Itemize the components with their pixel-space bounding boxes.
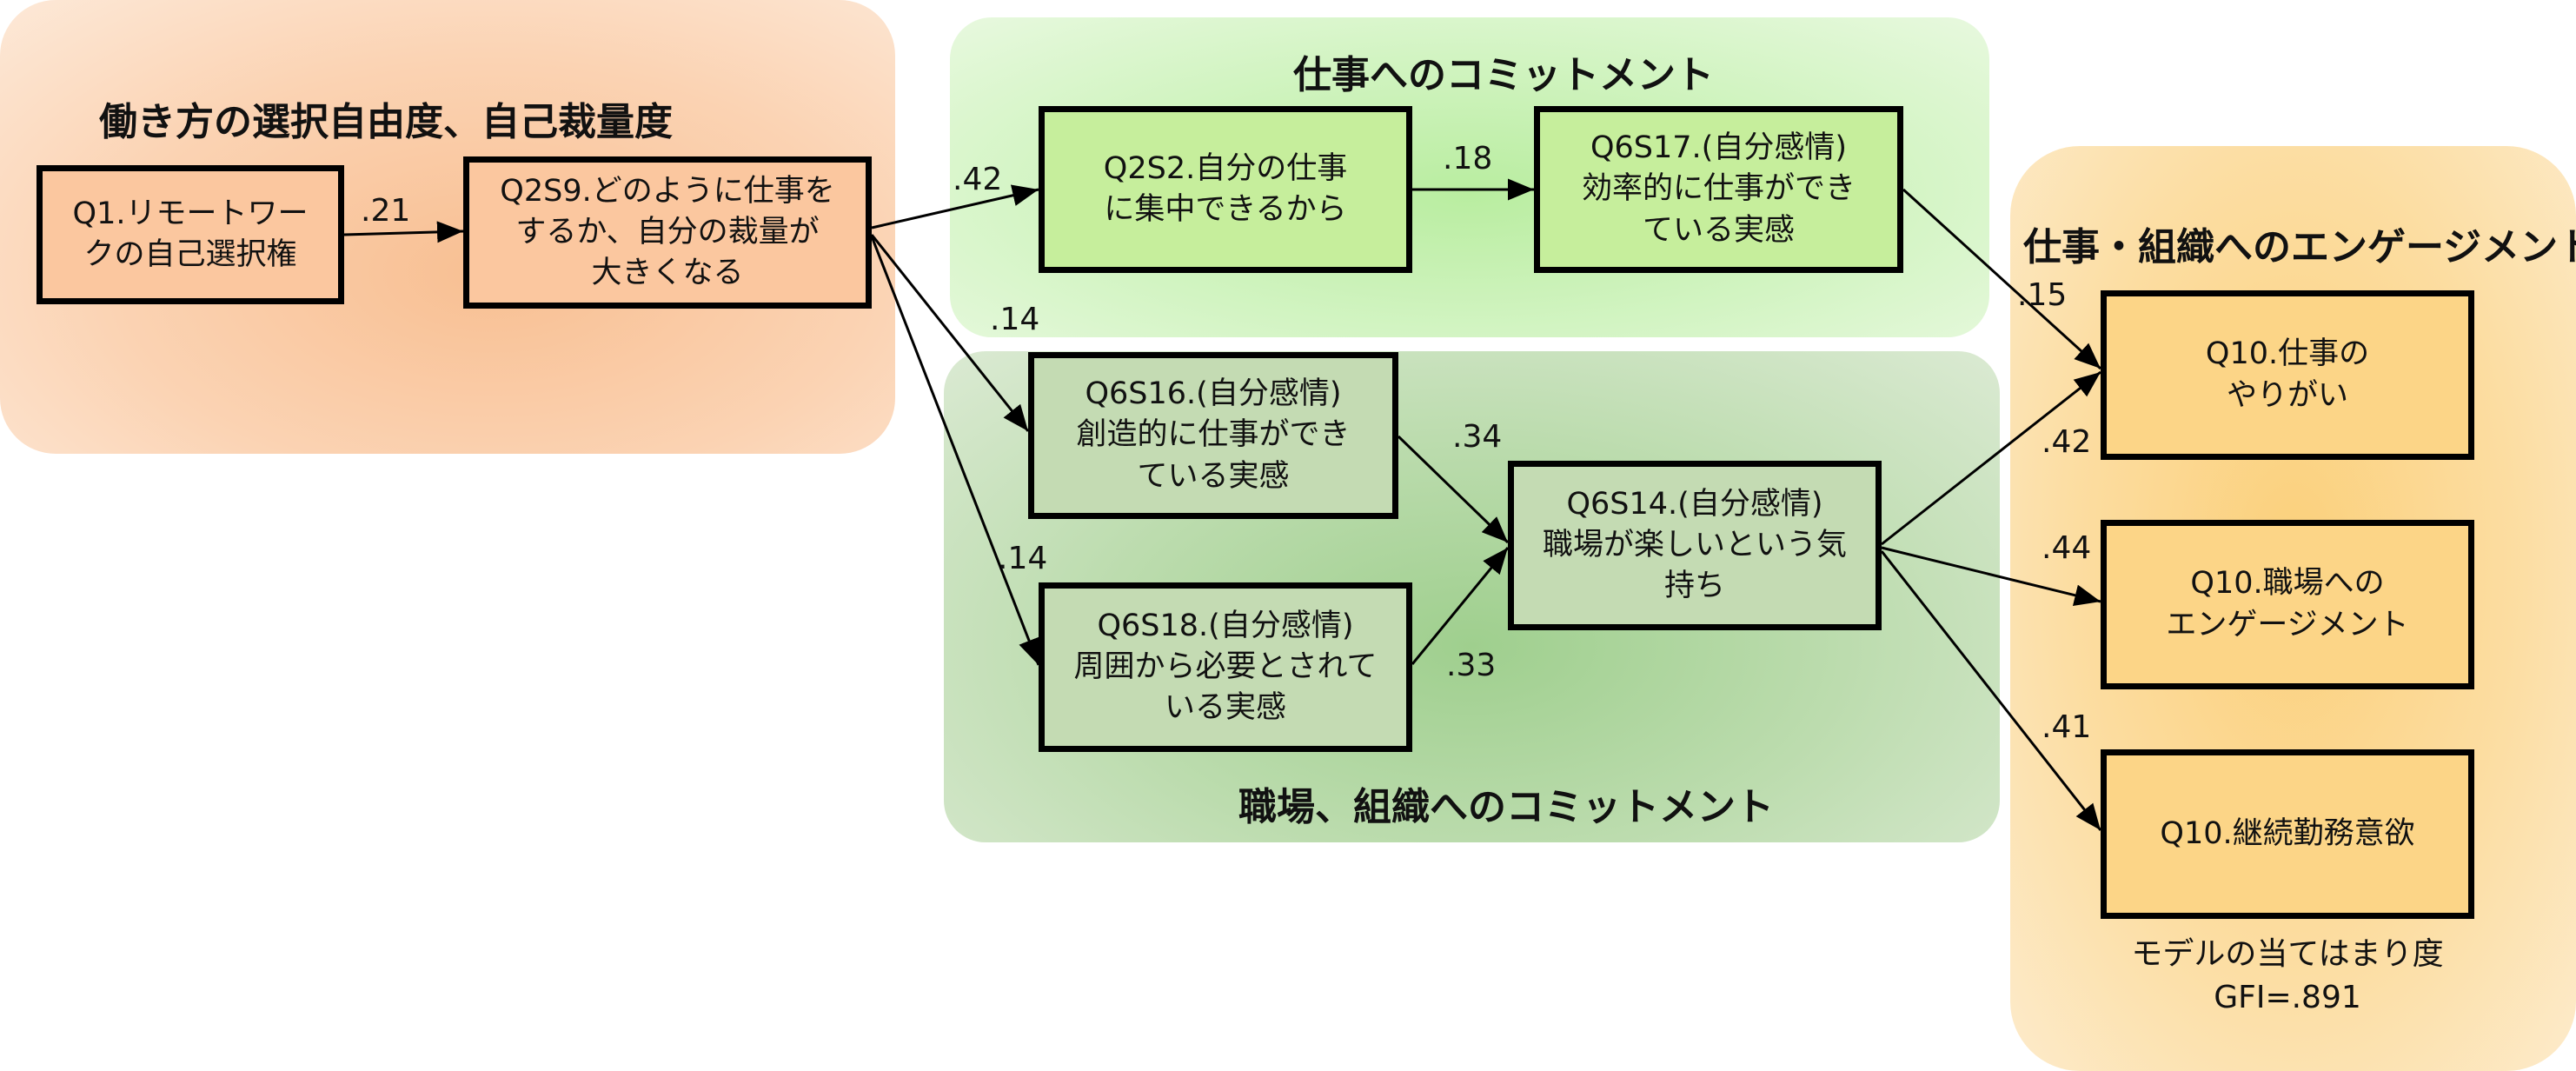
arrow-q6s14-q10b: [1881, 546, 2101, 606]
region-title-org-commitment: 職場、組織へのコミットメント: [1238, 785, 1774, 829]
coef-q2s9-q6s16: .14: [990, 302, 1040, 337]
coef-q1-q2s9: .21: [361, 193, 411, 229]
node-q6s14-workplace-fun: Q6S14.(自分感情) 職場が楽しいという気 持ち: [1508, 461, 1882, 630]
node-q6s16-creativity: Q6S16.(自分感情) 創造的に仕事ができ ている実感: [1028, 352, 1398, 519]
coef-q6s14-q10c: .41: [2042, 709, 2092, 745]
coef-q2s9-q2s2: .42: [953, 162, 1003, 197]
node-q10-workplace-engagement: Q10.職場への エンゲージメント: [2101, 520, 2474, 689]
region-title-work-style: 働き方の選択自由度、自己裁量度: [99, 100, 673, 144]
model-fit: モデルの当てはまり度 GFI=.891: [2105, 933, 2470, 1021]
arrow-q1-q2s9: [343, 221, 464, 243]
arrow-q2s9-q6s16: [870, 234, 1030, 432]
arrow-q2s9-q6s18: [870, 236, 1040, 666]
coef-q6s14-q10b: .44: [2042, 530, 2092, 566]
arrow-q6s18-q6s14: [1411, 547, 1510, 665]
model-fit-value: GFI=.891: [2214, 980, 2361, 1016]
region-title-work-commitment: 仕事へのコミットメント: [1293, 53, 1714, 97]
model-fit-label: モデルの当てはまり度: [2131, 936, 2444, 972]
coef-q6s14-q10a: .42: [2042, 424, 2092, 460]
node-q2s9-discretion: Q2S9.どのように仕事を するか、自分の裁量が 大きくなる: [463, 156, 872, 309]
node-q2s2-focus: Q2S2.自分の仕事 に集中できるから: [1039, 106, 1412, 273]
coef-q6s18-q6s14: .33: [1446, 648, 1497, 683]
arrow-q6s14-q10a: [1881, 370, 2101, 546]
coef-q6s16-q6s14: .34: [1452, 419, 1503, 455]
coef-q2s2-q6s17: .18: [1443, 141, 1493, 176]
node-q6s18-needed: Q6S18.(自分感情) 周囲から必要とされて いる実感: [1039, 582, 1412, 752]
region-title-engagement: 仕事・組織へのエンゲージメント: [2023, 225, 2576, 269]
arrow-q6s16-q6s14: [1397, 435, 1510, 544]
coef-q6s17-q10a: .15: [2017, 277, 2068, 313]
node-q1-remote-work-choice: Q1.リモートワー クの自己選択権: [37, 165, 344, 304]
node-q10-retention-intent: Q10.継続勤務意欲: [2101, 749, 2474, 919]
node-q10-job-worth: Q10.仕事の やりがい: [2101, 290, 2474, 460]
arrow-q2s9-q2s2: [871, 184, 1039, 230]
coef-q2s9-q6s18: .14: [998, 541, 1048, 576]
arrow-q6s14-q10c: [1880, 550, 2102, 831]
node-q6s17-efficiency: Q6S17.(自分感情) 効率的に仕事ができ ている実感: [1534, 106, 1903, 273]
arrow-q6s17-q10a: [1902, 188, 2102, 370]
